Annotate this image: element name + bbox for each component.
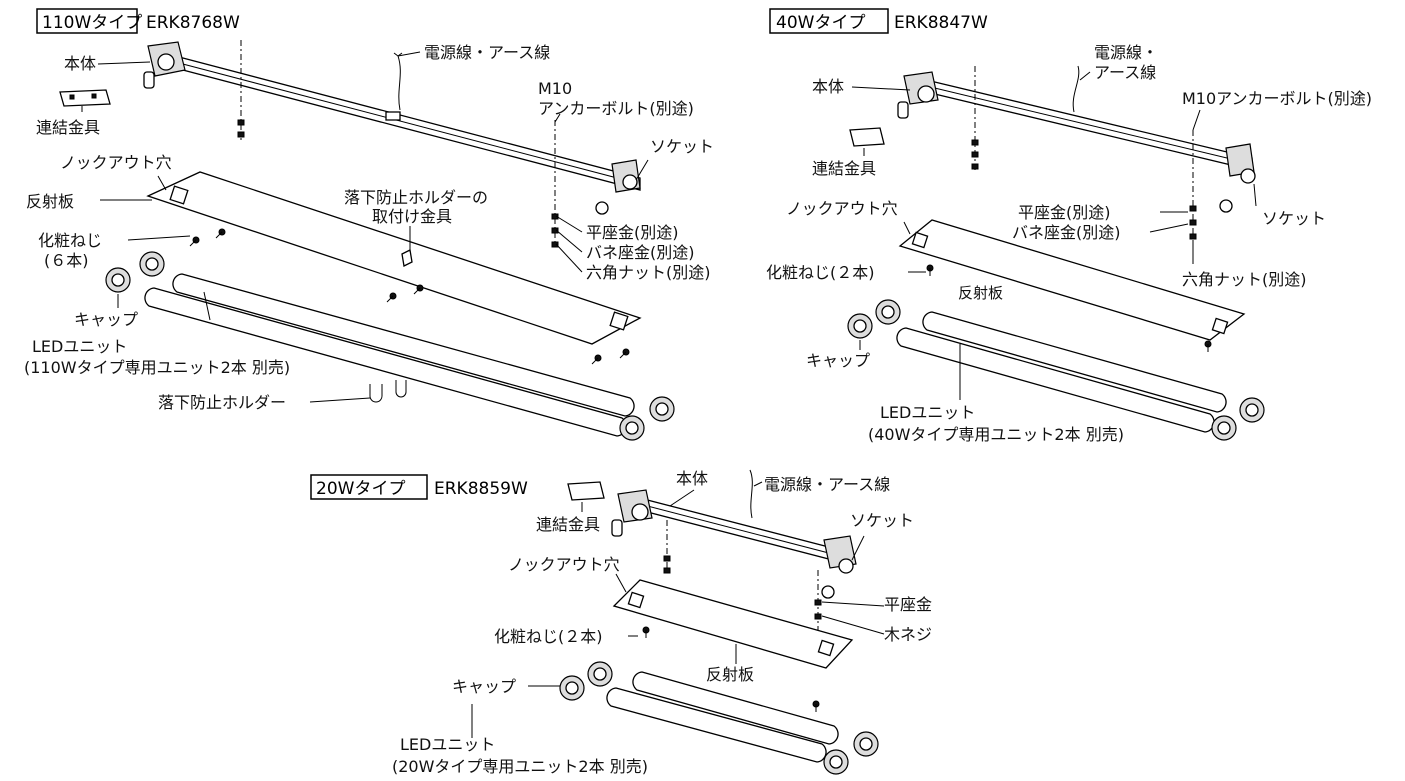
body-110w	[143, 41, 641, 215]
type-label-40w: 40Wタイプ	[776, 13, 865, 33]
label-connector-110w: 連結金具	[36, 118, 100, 137]
led-tubes-20w	[606, 671, 839, 763]
model-40w: ERK8847W	[894, 13, 988, 33]
label-reflector-110w: 反射板	[26, 192, 74, 211]
label-led-110w-1: LEDユニット	[32, 337, 127, 356]
label-reflector-40w: 反射板	[958, 284, 1003, 302]
screws-110w	[189, 228, 630, 365]
reflector-40w	[898, 219, 1246, 341]
model-20w: ERK8859W	[434, 479, 528, 499]
fall-holder-110w	[369, 380, 407, 403]
label-hex-nut-110w: 六角ナット(別途)	[586, 263, 711, 282]
label-led-40w-2: (40Wタイプ専用ユニット2本 別売)	[868, 425, 1124, 444]
label-socket-110w: ソケット	[650, 137, 714, 156]
section-40w: 40Wタイプ ERK8847W	[766, 8, 1372, 444]
caps-110w	[105, 251, 675, 441]
connector-40w	[849, 127, 885, 147]
connector-110w	[59, 89, 111, 107]
led-tubes-40w	[896, 311, 1227, 433]
label-wood-screw-20w: 木ネジ	[884, 625, 932, 644]
label-flat-washer-110w: 平座金(別途)	[586, 223, 679, 242]
label-led-20w-2: (20Wタイプ専用ユニット2本 別売)	[392, 757, 648, 776]
label-body-110w: 本体	[64, 54, 96, 73]
body-20w	[611, 489, 857, 599]
label-led-40w-1: LEDユニット	[880, 403, 975, 422]
reflector-110w	[146, 171, 642, 345]
type-label-110w: 110Wタイプ	[42, 13, 142, 33]
reflector-20w	[612, 579, 854, 669]
label-power-cable-20w: 電源線・アース線	[764, 475, 890, 494]
label-anchor-110w-2: アンカーボルト(別途)	[538, 99, 694, 118]
label-hex-nut-40w: 六角ナット(別途)	[1182, 270, 1307, 289]
caps-40w	[847, 299, 1265, 441]
label-screw-110w-1: 化粧ねじ	[38, 231, 102, 250]
label-spring-washer-110w: バネ座金(別途)	[586, 243, 695, 262]
label-connector-20w: 連結金具	[536, 515, 600, 534]
label-holder-bracket-110w-1: 落下防止ホルダーの	[344, 188, 488, 207]
label-led-20w-1: LEDユニット	[400, 735, 495, 754]
label-fall-holder-110w: 落下防止ホルダー	[158, 393, 286, 412]
type-label-20w: 20Wタイプ	[316, 479, 405, 499]
label-body-20w: 本体	[676, 469, 708, 488]
label-socket-40w: ソケット	[1262, 209, 1326, 228]
label-reflector-20w: 反射板	[706, 665, 754, 684]
label-knockout-20w: ノックアウト穴	[508, 555, 620, 574]
label-flat-washer-20w: 平座金	[884, 595, 932, 614]
label-body-40w: 本体	[812, 77, 844, 96]
type-box-20w	[310, 474, 428, 500]
label-holder-bracket-110w-2: 取付け金具	[372, 207, 452, 226]
label-anchor-110w-1: M10	[538, 79, 572, 98]
type-box-40w	[769, 8, 889, 34]
label-cap-20w: キャップ	[452, 677, 516, 696]
section-110w: 110Wタイプ ERK8768W	[24, 8, 714, 441]
label-power-40w-1: 電源線・	[1094, 43, 1158, 62]
label-cap-40w: キャップ	[806, 351, 870, 370]
label-knockout-110w: ノックアウト穴	[60, 153, 172, 172]
type-box-110w	[36, 8, 138, 34]
label-screw-110w-2: (６本)	[44, 251, 89, 270]
label-power-cable-110w: 電源線・アース線	[424, 43, 550, 62]
label-anchor-40w: M10アンカーボルト(別途)	[1182, 89, 1372, 108]
label-led-110w-2: (110Wタイプ専用ユニット2本 別売)	[24, 358, 290, 377]
body-40w	[897, 71, 1256, 213]
power-cable-40w	[1072, 65, 1080, 113]
label-socket-20w: ソケット	[850, 511, 914, 530]
section-20w: 20Wタイプ ERK8859W	[310, 469, 932, 776]
screws-20w	[642, 626, 820, 712]
model-110w: ERK8768W	[146, 13, 240, 33]
power-cable-110w	[393, 52, 403, 111]
label-power-40w-2: アース線	[1094, 63, 1156, 82]
holder-bracket-110w	[401, 249, 413, 267]
screws-40w	[926, 264, 1212, 352]
label-spring-washer-40w: バネ座金(別途)	[1012, 223, 1121, 242]
label-cap-110w: キャップ	[74, 310, 138, 329]
power-cable-20w	[749, 469, 753, 519]
label-flat-washer-40w: 平座金(別途)	[1018, 203, 1111, 222]
label-screw-20w: 化粧ねじ(２本)	[494, 627, 603, 646]
label-screw-40w: 化粧ねじ(２本)	[766, 263, 875, 282]
connector-20w	[567, 481, 605, 501]
caps-20w	[559, 661, 879, 775]
label-knockout-40w: ノックアウト穴	[786, 199, 898, 218]
label-connector-40w: 連結金具	[812, 159, 876, 178]
